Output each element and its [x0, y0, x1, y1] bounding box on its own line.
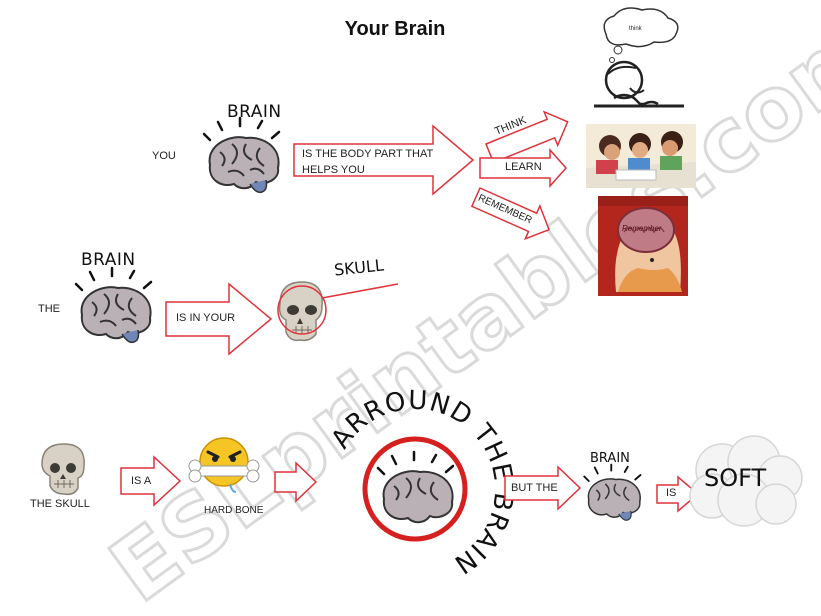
remember-image: [598, 196, 688, 296]
around-the-brain-circle: ARROUND THE BRAIN: [326, 386, 518, 580]
arrow-text-but-the: BUT THE: [511, 482, 558, 494]
skull-word: SKULL: [333, 255, 385, 280]
skull-icon: [277, 281, 327, 342]
arrow-text-is-a: IS A: [131, 475, 152, 487]
skull-pointer-line: [321, 283, 399, 299]
arrow-is-a: [120, 455, 182, 507]
kids-learning-image: [586, 124, 696, 188]
arrow-text-is-in-your: IS IN YOUR: [176, 312, 236, 324]
verb-learn: LEARN: [505, 161, 542, 173]
page-title: Your Brain: [344, 18, 446, 40]
soft-word: SOFT: [704, 464, 767, 492]
verb-arrows: [470, 110, 569, 241]
you-label: YOU: [152, 150, 176, 162]
brain-word-3: BRAIN: [590, 451, 630, 466]
think-bubble-text: think: [629, 26, 642, 32]
arrow-is-in-your: [165, 282, 273, 356]
brain-word-2: BRAIN: [81, 250, 136, 270]
cotton-balls-image: [689, 435, 803, 527]
remember-sign-text: Remember: [622, 224, 662, 233]
hard-bone-label: HARD BONE: [204, 505, 264, 516]
brain-icon: [202, 116, 281, 194]
arrow-small-2: [274, 461, 318, 503]
arrow-body-part: [293, 124, 475, 196]
brain-icon: [583, 463, 642, 521]
arrow-text-line1: IS THE BODY PART THAT: [302, 148, 434, 160]
the-skull-label: THE SKULL: [30, 498, 90, 510]
thinking-person-image: [594, 7, 684, 108]
arrow-text-line2: HELPS YOU: [302, 164, 365, 176]
arrow-text-is: IS: [666, 487, 677, 499]
brain-icon: [74, 266, 153, 344]
skull-icon: [41, 443, 85, 496]
brain-word-1: BRAIN: [227, 102, 282, 122]
arrow-but-the: [504, 465, 582, 511]
the-label: THE: [38, 303, 60, 315]
arrow-is: [656, 475, 700, 513]
angry-bone-emoji-icon: [188, 437, 260, 493]
